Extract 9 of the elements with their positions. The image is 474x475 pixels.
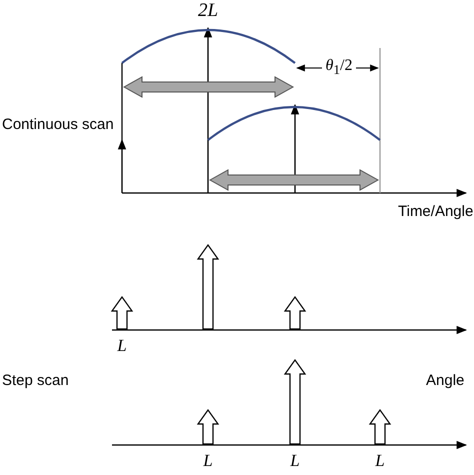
step-label: L (375, 451, 385, 471)
row-label: Continuous scan (2, 116, 114, 134)
peak-label: 2L (198, 0, 218, 22)
row-label: Step scan (2, 372, 69, 390)
axis-label: Time/Angle (398, 203, 474, 220)
step-label: L (290, 451, 300, 471)
axis-label: Angle (426, 372, 464, 390)
step-label: L (117, 336, 127, 356)
step-label: L (203, 451, 213, 471)
